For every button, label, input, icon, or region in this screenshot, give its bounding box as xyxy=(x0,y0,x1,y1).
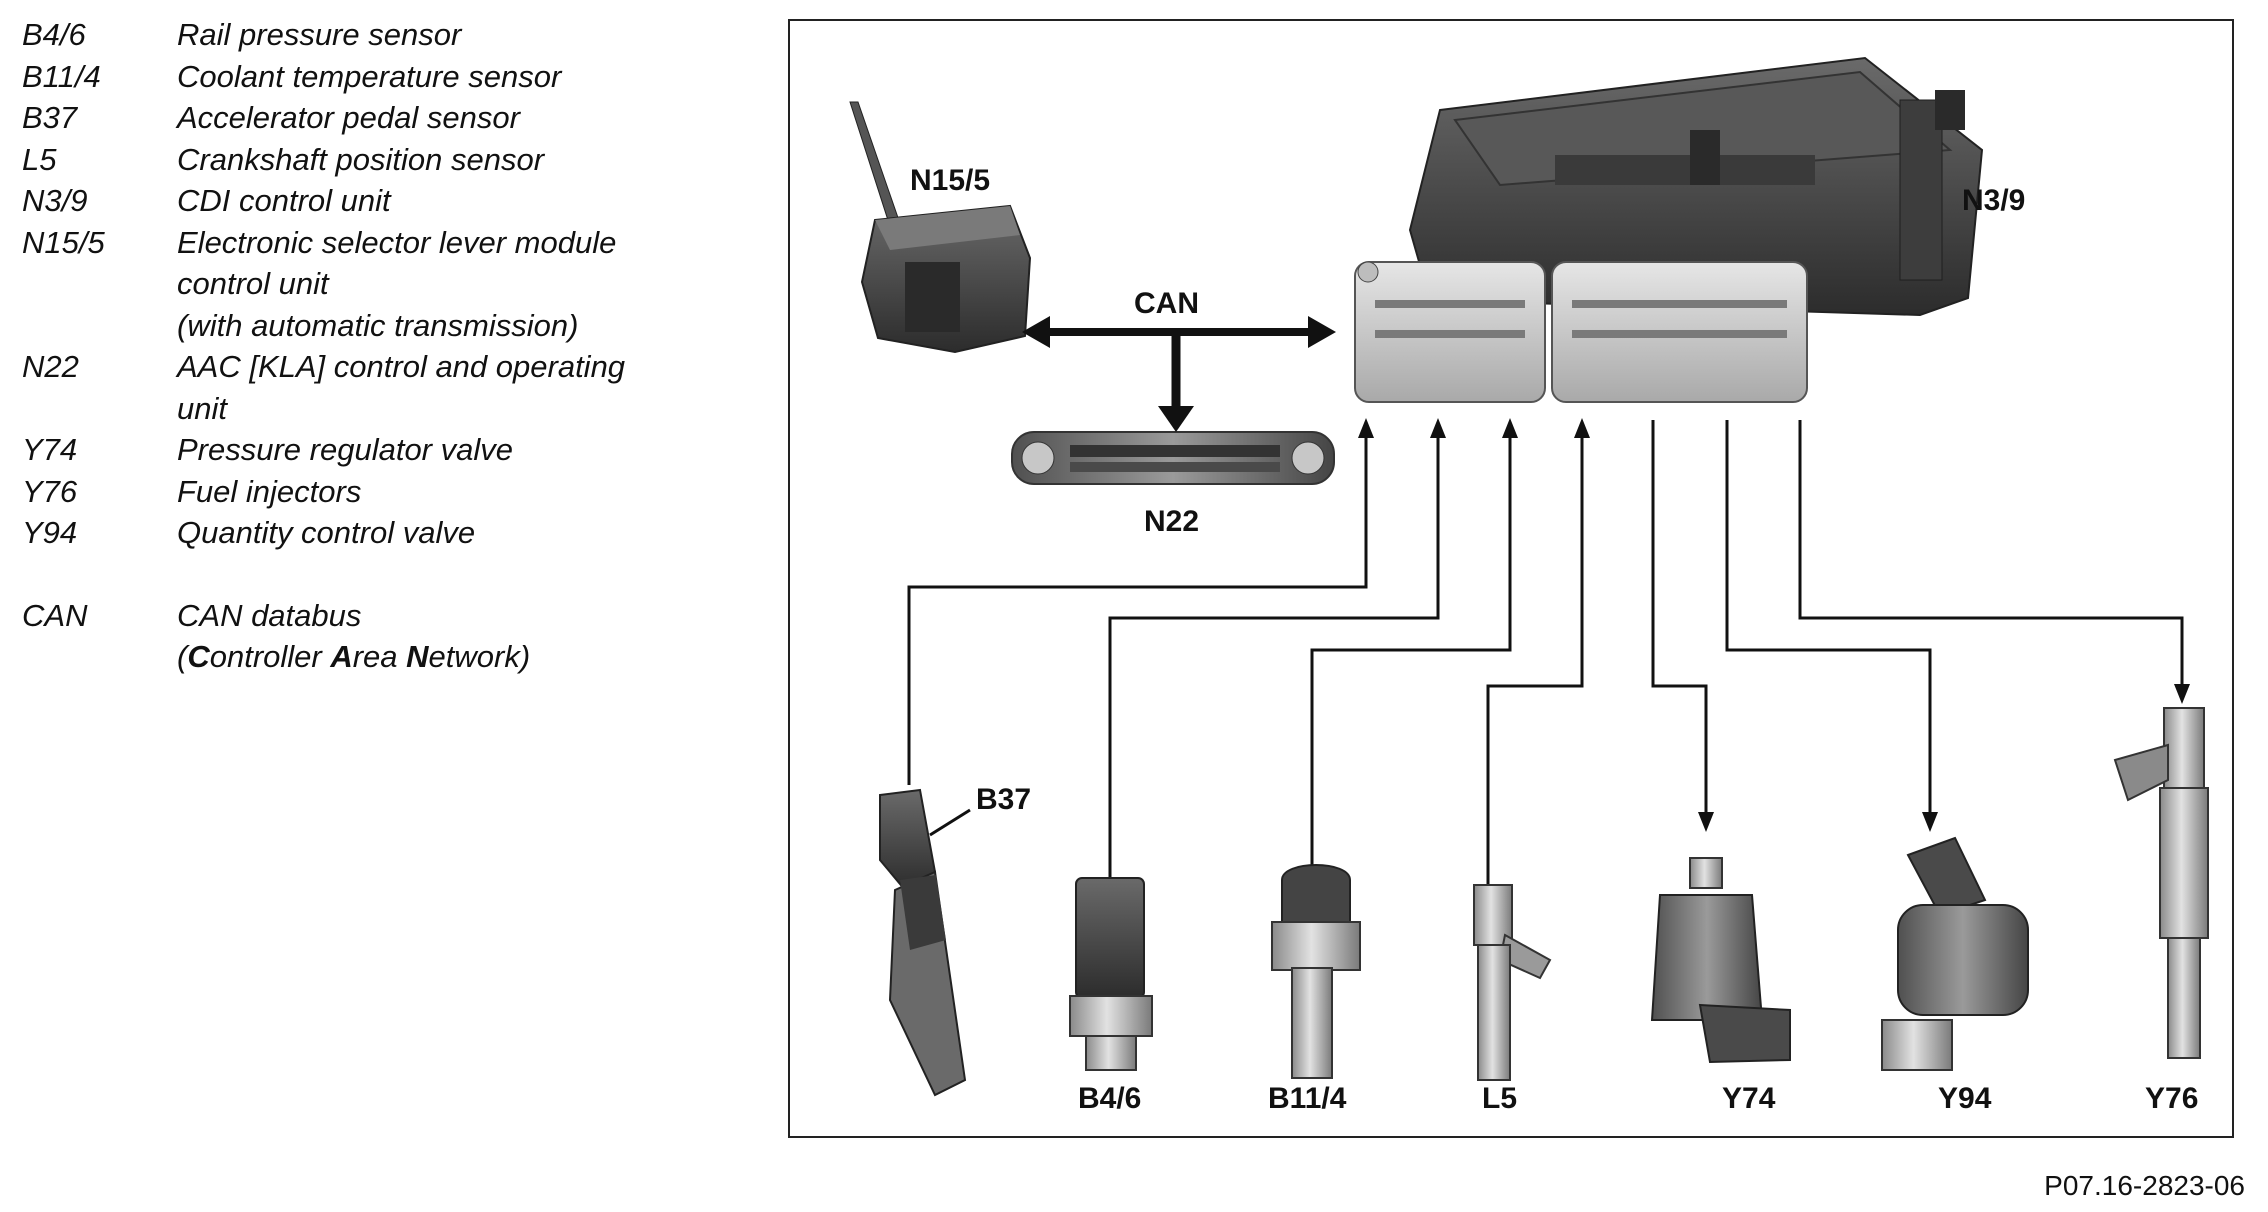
b11-4-label: B11/4 xyxy=(1268,1082,1347,1115)
legend-row-l5: L5 Crankshaft position sensor xyxy=(22,139,742,181)
legend-desc: AAC [KLA] control and operating xyxy=(177,349,626,384)
legend-desc: Crankshaft position sensor xyxy=(177,141,545,177)
legend-code: B37 xyxy=(22,100,78,135)
legend-code: N15/5 xyxy=(22,224,105,260)
legend-row-n3-9: N3/9 CDI control unit xyxy=(22,180,742,222)
y76-injector-image xyxy=(2113,707,2209,1059)
can-bus-arrows xyxy=(1022,316,1336,432)
b37-label: B37 xyxy=(976,783,1031,816)
legend-row-n22: N22 AAC [KLA] control and operating unit xyxy=(22,346,742,429)
legend-desc-expansion: (Controller Area Network) xyxy=(177,639,531,674)
can-label: CAN xyxy=(1134,287,1199,320)
l5-sensor-image xyxy=(1473,884,1552,1081)
b4-6-label: B4/6 xyxy=(1078,1082,1141,1115)
legend-desc: CDI control unit xyxy=(177,183,391,218)
n22-label: N22 xyxy=(1144,505,1199,538)
legend-code: Y94 xyxy=(22,515,78,550)
legend-code: Y74 xyxy=(22,432,78,467)
n15-5-label: N15/5 xyxy=(910,164,990,197)
y76-label: Y76 xyxy=(2145,1082,2198,1115)
figure-reference-code: P07.16-2823-06 xyxy=(2044,1170,2245,1201)
legend-row-b11-4: B11/4 Coolant temperature sensor xyxy=(22,56,742,98)
legend-desc: CAN databus xyxy=(177,597,362,633)
legend-row-y74: Y74 Pressure regulator valve xyxy=(22,429,742,471)
legend-row-y76: Y76 Fuel injectors xyxy=(22,471,742,513)
n15-5-selector-lever-image xyxy=(849,101,1032,354)
legend-code: Y76 xyxy=(22,473,78,509)
b37-pedal-image xyxy=(879,788,971,1097)
legend-code: B11/4 xyxy=(22,58,101,94)
legend-row-b37: B37 Accelerator pedal sensor xyxy=(22,97,742,139)
legend-code: B4/6 xyxy=(22,17,86,52)
y74-label: Y74 xyxy=(1722,1082,1776,1115)
legend-code: L5 xyxy=(22,141,57,177)
n22-control-panel-image xyxy=(1011,431,1335,485)
legend-desc: Fuel injectors xyxy=(177,473,362,509)
diagram-frame xyxy=(788,19,2234,1138)
signal-lines xyxy=(907,420,2184,885)
legend-row-b4-6: B4/6 Rail pressure sensor xyxy=(22,14,742,56)
legend-row-can: CAN CAN databus (Controller Area Network… xyxy=(22,595,742,678)
legend-desc: Rail pressure sensor xyxy=(177,17,462,52)
legend-desc: Electronic selector lever module xyxy=(177,224,617,260)
legend-desc: Coolant temperature sensor xyxy=(177,58,562,94)
legend-row-n15-5: N15/5 Electronic selector lever module c… xyxy=(22,222,742,347)
n3-9-control-unit-image xyxy=(1354,56,1984,403)
n3-9-label: N3/9 xyxy=(1962,184,2025,217)
y94-valve-image xyxy=(1881,836,2029,1071)
b4-6-sensor-image xyxy=(1069,877,1153,1071)
legend-code: N22 xyxy=(22,349,79,384)
signal-arrowheads xyxy=(1358,418,2190,832)
legend-desc: Accelerator pedal sensor xyxy=(177,100,520,135)
legend-desc: (with automatic transmission) xyxy=(177,307,579,343)
y94-label: Y94 xyxy=(1938,1082,1992,1115)
b11-4-sensor-image xyxy=(1271,864,1361,1079)
legend: B4/6 Rail pressure sensor B11/4 Coolant … xyxy=(22,14,742,678)
legend-desc: Pressure regulator valve xyxy=(177,432,513,467)
l5-label: L5 xyxy=(1482,1082,1517,1115)
y74-valve-image xyxy=(1650,857,1791,1064)
legend-desc: unit xyxy=(177,390,227,426)
legend-code: CAN xyxy=(22,597,88,633)
legend-code: N3/9 xyxy=(22,183,88,218)
legend-desc: Quantity control valve xyxy=(177,515,476,550)
legend-desc: control unit xyxy=(177,266,329,301)
legend-row-y94: Y94 Quantity control valve xyxy=(22,512,742,554)
